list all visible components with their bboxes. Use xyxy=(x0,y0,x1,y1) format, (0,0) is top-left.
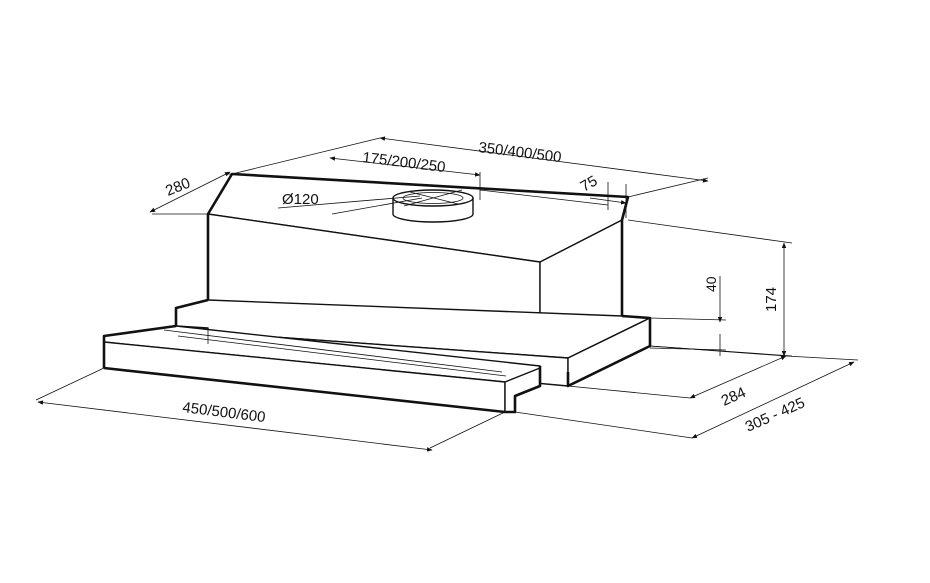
dim-duct-diameter: Ø120 xyxy=(277,191,423,215)
dim-body-height-label: 174 xyxy=(763,287,780,312)
dim-duct-diameter-label: Ø120 xyxy=(282,191,319,208)
front-visor xyxy=(102,324,542,414)
dim-lip-height-label: 40 xyxy=(703,276,719,292)
dim-lip-height: 40 xyxy=(649,276,727,356)
dim-duct-offset-label: 175/200/250 xyxy=(362,149,447,176)
dim-front-width-label: 450/500/600 xyxy=(182,399,267,426)
dim-top-width-label: 350/400/500 xyxy=(478,139,563,166)
dim-depth-top-label: 280 xyxy=(163,175,193,200)
dim-duct-edge-label: 75 xyxy=(578,172,601,195)
dim-extended-depth-label: 305 - 425 xyxy=(743,394,808,435)
dim-duct-edge: 75 xyxy=(479,172,627,218)
hood-outline-top xyxy=(206,172,630,316)
dim-body-depth-label: 284 xyxy=(719,384,749,410)
duct-collar xyxy=(392,189,474,223)
